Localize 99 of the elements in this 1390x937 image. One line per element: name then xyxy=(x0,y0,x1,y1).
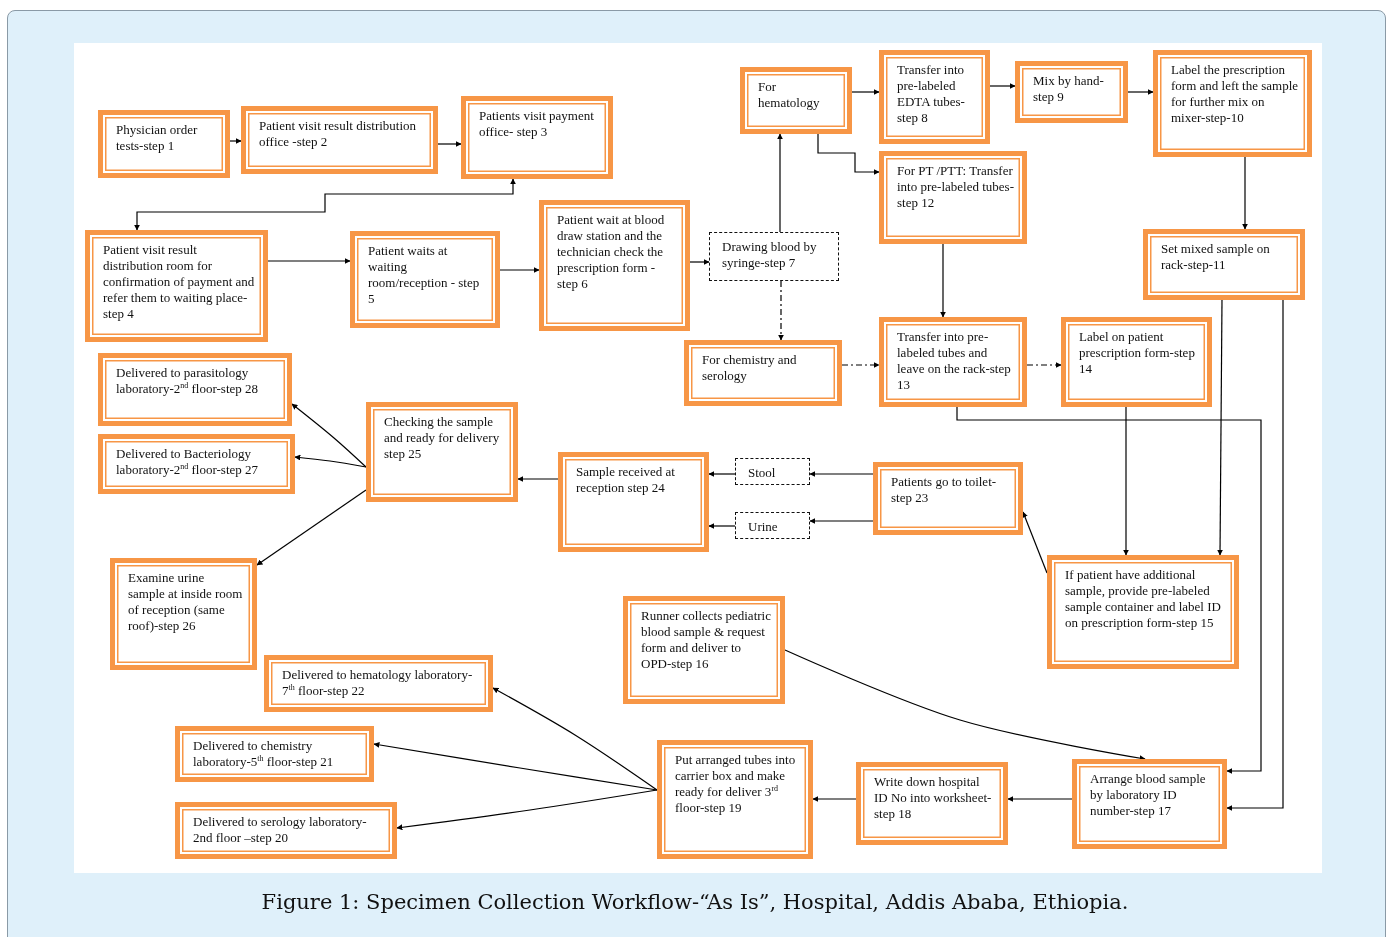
arrow xyxy=(499,267,540,273)
arrow xyxy=(809,518,874,524)
box-text: Write down hospital ID No into worksheet-step 18 xyxy=(874,774,993,822)
box-text: Patient visit result distribution office -step 2 xyxy=(259,118,418,150)
process-box xyxy=(623,596,785,704)
process-box xyxy=(241,106,438,174)
dashed-box xyxy=(735,458,810,485)
box-text: Checking the sample and ready for delivery step 25 xyxy=(384,414,501,462)
process-box xyxy=(110,558,257,670)
process-box xyxy=(657,740,813,859)
box-text: Delivered to serology laboratory-2nd floor –step 20 xyxy=(193,814,368,846)
box-text: Transfer into pre-labeled EDTA tubes-step 8 xyxy=(897,62,966,126)
arrow xyxy=(1026,362,1062,368)
arrow xyxy=(841,362,880,368)
arrow xyxy=(708,471,736,477)
process-box xyxy=(856,762,1008,845)
process-box xyxy=(98,434,295,494)
process-box xyxy=(1143,229,1305,300)
box-text: Mix by hand-step 9 xyxy=(1033,73,1105,105)
process-box xyxy=(558,452,709,552)
box-text: If patient have additional sample, provide pre-labeled sample container and label ID on prescription form-step 15 xyxy=(1065,567,1222,631)
process-box xyxy=(1072,759,1227,849)
box-text: Delivered to hematology laboratory-7$^{th}$ floor-step 22 xyxy=(282,667,474,699)
arrow xyxy=(517,476,559,482)
process-box xyxy=(873,462,1023,535)
arrow xyxy=(708,523,736,529)
box-text: Drawing blood by syringe-step 7 xyxy=(722,239,818,271)
box-text: Label on patient prescription form-step 14 xyxy=(1079,329,1196,377)
box-text: Delivered to Bacteriology laboratory-2$^{nd}$ floor-step 27 xyxy=(116,446,260,478)
box-text: Label the prescription form and left the sample for further mix on mixer-step-10 xyxy=(1171,62,1299,126)
box-text: For PT /PTT: Transfer into pre-labeled tubes-step 12 xyxy=(897,163,1014,211)
arrow xyxy=(396,789,658,831)
process-box xyxy=(175,802,397,859)
arrow xyxy=(373,741,658,791)
arrow xyxy=(134,178,516,231)
arrow xyxy=(1226,299,1284,811)
process-box xyxy=(879,151,1027,244)
box-text: Patients visit payment office- step 3 xyxy=(479,108,595,140)
process-box xyxy=(684,340,842,406)
arrow xyxy=(291,403,367,468)
arrow xyxy=(256,489,367,566)
box-text: For hematology xyxy=(758,79,821,111)
box-text: Urine xyxy=(748,519,779,535)
arrow xyxy=(689,259,710,265)
process-box xyxy=(461,96,613,179)
arrow xyxy=(267,258,351,264)
box-text: Examine urine sample at inside room of reception (same roof)-step 26 xyxy=(128,570,244,634)
arrow xyxy=(956,406,1262,774)
process-box xyxy=(350,231,500,328)
arrow xyxy=(1123,406,1129,556)
arrow xyxy=(940,243,946,318)
arrow xyxy=(1022,511,1048,574)
figure-caption: Figure 1: Specimen Collection Workflow-“As Is”, Hospital, Addis Ababa, Ethiopia. xyxy=(261,890,1129,914)
arrow xyxy=(777,133,783,233)
box-text: For chemistry and serology xyxy=(702,352,798,384)
box-text: Set mixed sample on rack-step-11 xyxy=(1161,241,1271,273)
process-box xyxy=(98,353,292,426)
box-text: Sample received at reception step 24 xyxy=(576,464,676,496)
arrow xyxy=(809,471,874,477)
arrow xyxy=(778,280,784,341)
box-text: Transfer into pre-labeled tubes and leave on the rack-step 13 xyxy=(897,329,1012,393)
process-box xyxy=(366,402,518,502)
process-box xyxy=(175,726,374,782)
process-box xyxy=(1061,317,1212,407)
box-text: Patient waits at waiting room/reception - step 5 xyxy=(368,243,481,307)
arrow xyxy=(812,796,857,802)
process-box xyxy=(539,200,690,331)
arrow xyxy=(1242,156,1248,230)
process-box xyxy=(98,110,230,178)
process-box xyxy=(1015,61,1128,123)
box-text: Delivered to chemistry laboratory-5$^{th}$ floor-step 21 xyxy=(193,738,335,770)
process-box xyxy=(1153,50,1312,157)
arrow xyxy=(294,454,367,468)
process-box xyxy=(1047,555,1239,669)
arrow xyxy=(1007,796,1073,802)
process-box xyxy=(879,317,1027,407)
process-box xyxy=(85,230,268,342)
arrow xyxy=(1127,89,1154,95)
arrow xyxy=(851,89,880,95)
process-box xyxy=(740,67,852,134)
arrow xyxy=(492,687,658,791)
arrow xyxy=(817,133,880,175)
box-text: Physician order tests-step 1 xyxy=(116,122,199,154)
box-text: Patient wait at blood draw station and the technician check the prescription form - step 6 xyxy=(557,212,666,292)
box-text: Put arranged tubes into carrier box and make ready for deliver 3$^{rd}$ floor-step 19 xyxy=(675,752,797,816)
dashed-box xyxy=(735,512,810,539)
box-text: Runner collects pediatric blood sample & request form and deliver to OPD-step 16 xyxy=(641,608,772,672)
box-text: Delivered to parasitology laboratory-2$^{nd}$ floor-step 28 xyxy=(116,365,260,397)
arrow xyxy=(989,83,1016,89)
dashed-box xyxy=(709,232,839,281)
box-text: Patients go to toilet-step 23 xyxy=(891,474,998,506)
arrow xyxy=(1217,299,1224,556)
box-text: Arrange blood sample by laboratory ID number-step 17 xyxy=(1090,771,1207,819)
arrow xyxy=(229,138,242,144)
box-text: Stool xyxy=(748,465,777,481)
process-box xyxy=(264,655,493,712)
arrow xyxy=(437,141,462,147)
process-box xyxy=(879,50,990,144)
box-text: Patient visit result distribution room for confirmation of payment and refer them to waiting place-step 4 xyxy=(103,242,255,322)
